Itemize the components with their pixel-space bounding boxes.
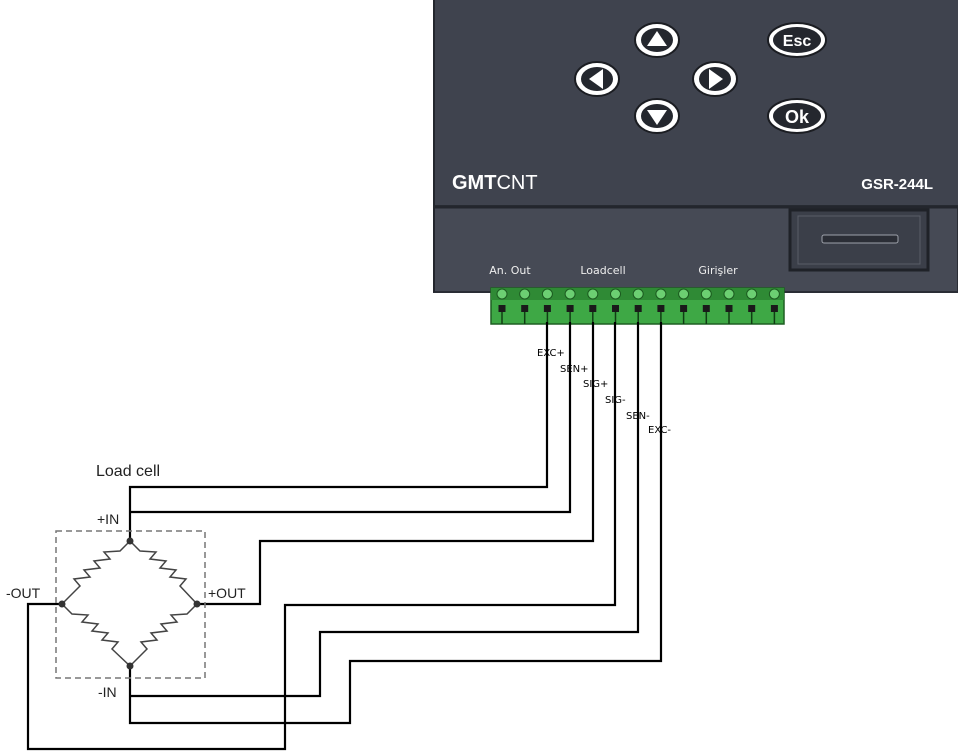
load-cell-outline	[55, 530, 206, 679]
node-minus-out	[58, 600, 66, 608]
terminal-screw[interactable]	[723, 288, 735, 300]
up-arrow-button[interactable]	[634, 22, 680, 58]
terminal-screw[interactable]	[587, 288, 599, 300]
terminal-screw[interactable]	[746, 288, 758, 300]
node-plus-out	[193, 600, 201, 608]
loadcell-label: Loadcell	[580, 264, 625, 277]
brand-bold: GMT	[452, 172, 496, 194]
wire-sig-plus	[197, 322, 595, 606]
terminal-slot	[498, 305, 506, 312]
resistor-bottom-right	[129, 603, 198, 667]
wire-exc-minus	[128, 322, 663, 725]
ok-button[interactable]: Ok	[767, 98, 827, 134]
node-plus-in	[126, 537, 134, 545]
wire-sig-minus	[26, 322, 617, 751]
wire-labels: EXC+ SEN+ SIG+ SIG- SEN- EXC-	[537, 348, 671, 436]
terminal-slot	[748, 305, 756, 312]
resistor-top-left	[61, 540, 131, 605]
device: Esc Ok GMTCNT GSR-244L An. Out Loadcell …	[433, 0, 958, 293]
load-cell-title: Load cell	[96, 463, 160, 480]
plus-out-label: +OUT	[208, 585, 246, 601]
terminal-slot	[702, 305, 710, 312]
resistor-bottom-left	[61, 603, 131, 667]
node-minus-in	[126, 662, 134, 670]
plus-in-label: +IN	[97, 511, 119, 527]
terminal-screw[interactable]	[700, 288, 712, 300]
terminal-screw[interactable]	[519, 288, 531, 300]
right-arrow-icon	[709, 69, 723, 89]
brand-light: CNT	[496, 172, 537, 194]
bridge-resistors	[61, 540, 198, 667]
terminal-slot	[657, 305, 665, 312]
terminal-slot	[543, 305, 551, 312]
up-arrow-icon	[647, 31, 667, 46]
terminal-screw[interactable]	[632, 288, 644, 300]
left-arrow-icon	[589, 69, 603, 89]
inputs-label: Girişler	[698, 264, 738, 277]
esc-button[interactable]: Esc	[767, 22, 827, 58]
terminal-screw[interactable]	[678, 288, 690, 300]
model-label: GSR-244L	[861, 176, 933, 193]
terminal-slot	[566, 305, 574, 312]
terminal-screw[interactable]	[541, 288, 553, 300]
left-arrow-button[interactable]	[574, 61, 620, 97]
analog-out-label: An. Out	[489, 264, 531, 277]
terminal-screw[interactable]	[610, 288, 621, 300]
wire-label-sen-plus: SEN+	[560, 364, 589, 375]
terminal-screw[interactable]	[496, 288, 508, 300]
terminal-screw[interactable]	[768, 288, 780, 300]
wire-sen-plus	[130, 322, 572, 514]
terminal-slot	[770, 305, 778, 312]
terminal-slot	[612, 305, 619, 312]
terminal-slot	[725, 305, 733, 312]
terminal-slot	[680, 305, 688, 312]
wire-label-sen-minus: SEN-	[626, 411, 650, 422]
wire-label-sig-plus: SIG+	[583, 379, 608, 390]
ok-button-label: Ok	[785, 107, 810, 127]
terminal-slot	[521, 305, 529, 312]
wires	[26, 322, 663, 751]
wire-label-exc-plus: EXC+	[537, 348, 565, 359]
terminal-slot	[589, 305, 597, 312]
down-arrow-icon	[647, 110, 667, 125]
wire-sen-minus	[130, 322, 640, 698]
terminal-screw[interactable]	[564, 288, 576, 300]
down-arrow-button[interactable]	[634, 98, 680, 134]
terminal-slot	[634, 305, 642, 312]
usb-port	[788, 208, 930, 272]
load-cell: Load cell +IN -IN +OUT -OUT	[6, 463, 246, 700]
wire-label-exc-minus: EXC-	[648, 425, 671, 436]
right-arrow-button[interactable]	[692, 61, 738, 97]
minus-in-label: -IN	[98, 684, 117, 700]
brand-logo: GMTCNT	[452, 172, 538, 194]
device-front-panel	[434, 0, 958, 208]
resistor-top-right	[129, 540, 198, 605]
terminal-screw[interactable]	[655, 288, 667, 300]
wire-exc-plus	[128, 322, 549, 541]
minus-out-label: -OUT	[6, 585, 41, 601]
wire-label-sig-minus: SIG-	[605, 395, 626, 406]
esc-button-label: Esc	[783, 33, 812, 50]
terminal-block	[490, 287, 785, 325]
